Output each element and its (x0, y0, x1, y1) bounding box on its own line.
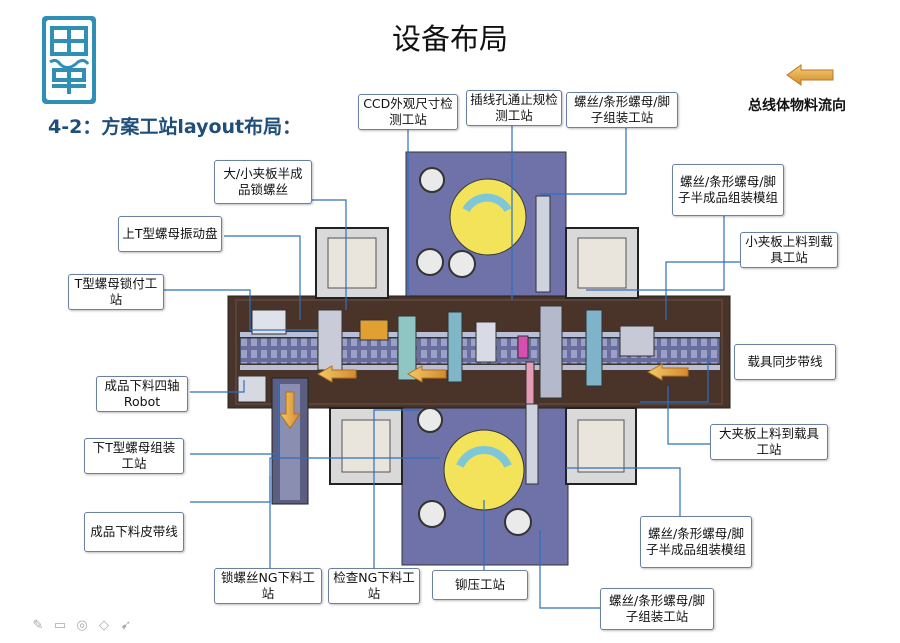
belt-flow-arrow-1 (316, 365, 357, 383)
callout-ng-check-unload: 检查NG下料工站 (328, 568, 420, 604)
slideshow-toolbar: ✎ ▭ ◎ ◇ ➹ (30, 618, 134, 634)
pink-rail (525, 361, 535, 405)
top-slide (535, 195, 551, 293)
robot-base (237, 375, 267, 403)
module-3 (397, 315, 417, 381)
callout-semi-product-lock: 大/小夹板半成品锁螺丝 (214, 160, 312, 204)
bottom-turntable (443, 429, 525, 511)
top-reel-3 (448, 250, 476, 278)
callout-small-plate-load: 小夹板上料到载具工站 (740, 232, 838, 268)
slide-icon[interactable]: ▭ (53, 618, 67, 633)
callout-upper-t-nut-feeder: 上T型螺母振动盘 (118, 216, 222, 252)
section-title: 4-2：方案工站layout布局： (48, 116, 302, 138)
module-8 (585, 309, 603, 387)
bottom-reel-1 (417, 407, 443, 433)
callout-carrier-belt: 载具同步带线 (734, 344, 836, 380)
callout-rivet-station: 铆压工站 (432, 570, 528, 600)
callout-lower-t-nut: 下T型螺母组装工站 (84, 438, 184, 474)
zoom-icon[interactable]: ◎ (76, 618, 88, 633)
module-4 (447, 311, 463, 383)
callout-insert-gauge-inspection: 插线孔通止规检测工站 (466, 90, 562, 126)
callout-big-plate-load: 大夹板上料到载具工站 (710, 424, 828, 460)
company-logo (40, 14, 98, 106)
eraser-icon[interactable]: ◇ (99, 618, 109, 633)
callout-output-robot: 成品下料四轴Robot (96, 376, 188, 412)
module-6 (517, 335, 529, 359)
callout-product-output-belt: 成品下料皮带线 (84, 512, 184, 552)
callout-ccd-inspection: CCD外观尺寸检测工站 (358, 94, 458, 130)
module-7 (539, 305, 563, 399)
top-turntable (449, 178, 527, 256)
leader-lines (164, 126, 756, 609)
module-2 (359, 319, 389, 341)
pointer-icon[interactable]: ➹ (120, 618, 132, 633)
bottom-reel-3 (504, 508, 532, 536)
module-1 (317, 309, 343, 371)
callout-screw-module-top: 螺丝/条形螺母/脚子半成品组装模组 (672, 164, 784, 216)
callout-screw-module-bottom: 螺丝/条形螺母/脚子半成品组装模组 (640, 516, 752, 568)
module-5 (475, 321, 497, 363)
flow-direction-arrow-icon (786, 64, 834, 86)
bottom-slide (525, 403, 539, 485)
callout-screw-assembly-bottom: 螺丝/条形螺母/脚子组装工站 (600, 588, 714, 630)
callout-screw-assembly-top: 螺丝/条形螺母/脚子组装工站 (566, 92, 678, 128)
pen-icon[interactable]: ✎ (32, 618, 44, 633)
output-flow-arrow (279, 391, 301, 429)
callout-t-nut-lock: T型螺母锁付工站 (68, 274, 164, 310)
module-9 (619, 325, 655, 357)
top-reel-2 (416, 248, 444, 276)
top-reel-1 (419, 167, 445, 193)
callout-ng-screw-unload: 锁螺丝NG下料工站 (214, 568, 322, 604)
slide-title: 设备布局 (391, 22, 508, 56)
belt-flow-arrow-2 (406, 365, 447, 383)
flow-direction-label: 总线体物料流向 (748, 98, 846, 114)
bottom-reel-2 (418, 500, 446, 528)
belt-flow-arrow-3 (646, 363, 689, 381)
